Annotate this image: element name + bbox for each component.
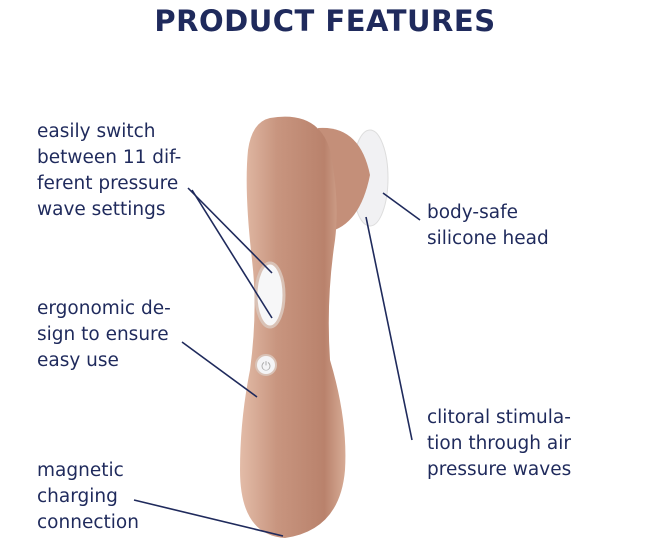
page-title: PRODUCT FEATURES <box>154 4 496 38</box>
pressure-buttons <box>254 261 286 329</box>
silicone-head <box>318 127 389 232</box>
feature-air-pressure: clitoral stimula- tion through air press… <box>427 407 572 480</box>
leader-lines <box>133 187 421 537</box>
device-body <box>240 116 346 539</box>
feature-pressure-settings: easily switch between 11 dif- ferent pre… <box>37 121 182 220</box>
feature-silicone-head: body-safe silicone head <box>427 202 549 249</box>
power-button <box>255 354 277 376</box>
power-icon: ⏻ <box>261 359 271 373</box>
feature-ergonomic: ergonomic de- sign to ensure easy use <box>37 298 171 371</box>
feature-magnetic-charging: magnetic charging connection <box>37 460 139 533</box>
